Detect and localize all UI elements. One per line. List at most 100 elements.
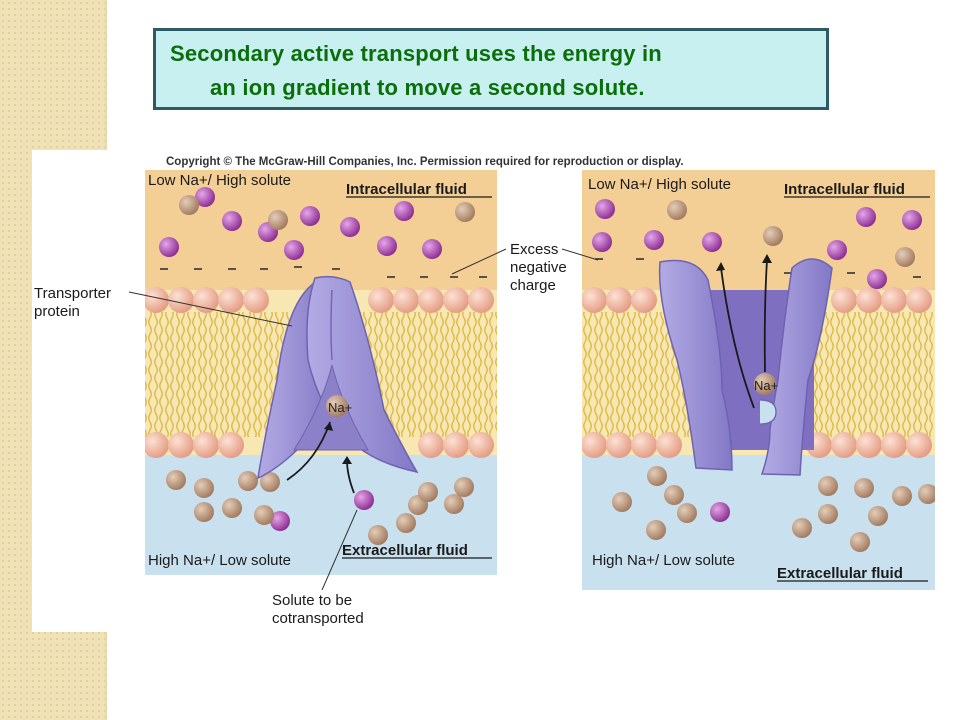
cotransport-figure: Copyright © The McGraw-Hill Companies, I… [32, 150, 935, 632]
copyright-notice: Copyright © The McGraw-Hill Companies, I… [166, 156, 684, 168]
lipid-head [606, 287, 632, 313]
transporter-callout-leader [128, 291, 293, 327]
lipid-head [418, 287, 444, 313]
transporter-callout-line-2: protein [34, 303, 80, 320]
excess-callout-line-2: negative [510, 259, 567, 276]
left-arrow-head-2 [342, 456, 352, 464]
right-arrow-head-2 [762, 254, 772, 263]
solute-callout-line-2: cotransported [272, 610, 364, 627]
sodium-ion [166, 470, 186, 490]
lipid-head [193, 432, 219, 458]
solute-molecule [284, 240, 304, 260]
sodium-ion [677, 503, 697, 523]
right-sodium-label: Na+ [754, 378, 778, 393]
lipid-head [168, 432, 194, 458]
left-intracellular-label: Intracellular fluid [346, 181, 467, 198]
sodium-ion [895, 247, 915, 267]
solute-molecule [702, 232, 722, 252]
right-intracellular-label: Intracellular fluid [784, 181, 905, 198]
sodium-ion [454, 477, 474, 497]
lipid-head [145, 287, 169, 313]
solute-molecule [422, 239, 442, 259]
sodium-ion [646, 520, 666, 540]
left-top-condition-label: Low Na+/ High solute [148, 172, 291, 189]
solute-molecule [159, 237, 179, 257]
solute-molecule [710, 502, 730, 522]
left-molecules [159, 187, 475, 545]
sodium-ion [222, 498, 242, 518]
right-extracellular-label: Extracellular fluid [777, 565, 903, 582]
slide-title-line-2: an ion gradient to move a second solute. [210, 75, 645, 100]
sodium-ion [238, 471, 258, 491]
left-sodium-label: Na+ [328, 400, 352, 415]
solute-molecule [195, 187, 215, 207]
sodium-ion [868, 506, 888, 526]
transporter-callout-line-1: Transporter [34, 285, 111, 302]
solute-callout-line-1: Solute to be [272, 592, 352, 609]
transporter-callout: Transporter protein [34, 285, 293, 327]
lipid-head [368, 287, 394, 313]
excess-charge-callout: Excess negative charge [451, 241, 599, 294]
solute-molecule [340, 217, 360, 237]
sodium-ion [850, 532, 870, 552]
lipid-head [856, 432, 882, 458]
lipid-head [145, 432, 169, 458]
right-transport-arrows [720, 259, 768, 409]
right-bound-sodium-ion [754, 373, 776, 395]
lipid-head [656, 432, 682, 458]
solute-molecule [827, 240, 847, 260]
solute-molecule [592, 232, 612, 252]
sodium-ion [444, 494, 464, 514]
solute-molecule [902, 210, 922, 230]
lipid-head [906, 432, 932, 458]
sodium-ion [918, 484, 935, 504]
solute-molecule [394, 201, 414, 221]
sodium-ion [418, 482, 438, 502]
lipid-head [168, 287, 194, 313]
lipid-head [193, 287, 219, 313]
solute-molecule [856, 207, 876, 227]
solute-molecule [595, 199, 615, 219]
sodium-ion [667, 200, 687, 220]
left-bound-sodium-ion [326, 395, 348, 417]
excess-callout-line-3: charge [510, 277, 556, 294]
lipid-head [418, 432, 444, 458]
lipid-head [443, 287, 469, 313]
lipid-head [393, 287, 419, 313]
sodium-ion [194, 478, 214, 498]
lipid-head [243, 287, 269, 313]
lipid-head [881, 432, 907, 458]
right-panel: Na+ Low Na+/ High solute Intracellular f… [582, 170, 935, 590]
sodium-ion [179, 195, 199, 215]
lipid-head [631, 432, 657, 458]
excess-callout-leader-left [451, 248, 507, 275]
lipid-head [443, 432, 469, 458]
lipid-head [218, 432, 244, 458]
lipid-head [582, 432, 607, 458]
solute-molecule [354, 490, 374, 510]
sodium-ion [368, 525, 388, 545]
sodium-ion [892, 486, 912, 506]
solute-molecule [377, 236, 397, 256]
sodium-ion [194, 502, 214, 522]
solute-molecule [222, 211, 242, 231]
left-panel: Na+ Low Na+/ High solute Intracellular f… [145, 170, 497, 575]
lipid-head [606, 432, 632, 458]
sodium-ion [647, 466, 667, 486]
solute-molecule [270, 511, 290, 531]
solute-molecule [300, 206, 320, 226]
solute-callout-leader [321, 509, 358, 591]
lipid-head [906, 287, 932, 313]
right-arrow-head-1 [716, 262, 725, 271]
solute-molecule [867, 269, 887, 289]
cotransport-figure-svg: Copyright © The McGraw-Hill Companies, I… [32, 150, 935, 632]
right-bottom-condition-label: High Na+/ Low solute [592, 552, 735, 569]
excess-callout-line-1: Excess [510, 241, 558, 258]
sodium-ion [818, 476, 838, 496]
lipid-head [582, 287, 607, 313]
sodium-ion [612, 492, 632, 512]
sodium-ion [396, 513, 416, 533]
lipid-head [631, 287, 657, 313]
lipid-head [218, 287, 244, 313]
sodium-ion [254, 505, 274, 525]
